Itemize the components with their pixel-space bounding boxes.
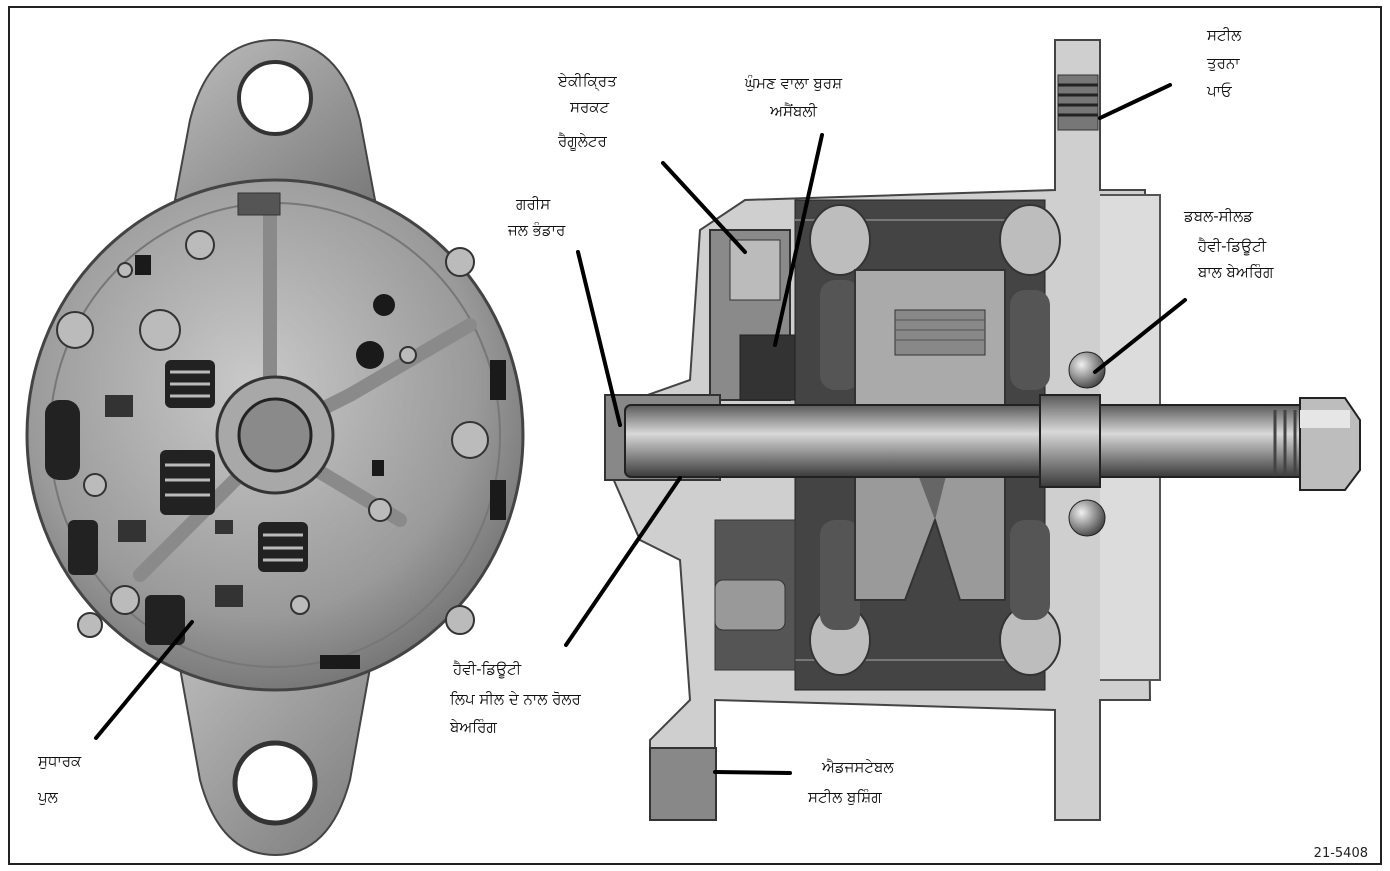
label-line: ਘੁੰਮਣ ਵਾਲਾ ਬੁਰਸ਼ [745,74,843,92]
label-line: ਰੈਗੂਲੇਟਰ [558,132,607,150]
label-line: ਪੁਲ [38,788,58,806]
label-line: ਗਰੀਸ [516,195,551,213]
label-brush-assembly: ਘੁੰਮਣ ਵਾਲਾ ਬੁਰਸ਼ ਅਸੈਂਬਲੀ [745,72,842,122]
figure-number: 21-5408 [1313,846,1368,861]
label-grease-reservoir: ਗਰੀਸ ਜਲ ਭੰਡਾਰ [508,193,565,241]
label-line: ਹੈਵੀ-ਡਿਊਟੀ [453,660,522,678]
label-line: ਬਾਲ ਬੇਅਰਿੰਗ [1198,263,1274,281]
label-line: ਬੇਅਰਿੰਗ [450,718,497,736]
label-line: ਡਬਲ-ਸੀਲਡ [1184,207,1254,225]
label-line: ਸੁਧਾਰਕ [38,752,82,770]
label-ball-bearing: ਡਬਲ-ਸੀਲਡ ਹੈਵੀ-ਡਿਊਟੀ ਬਾਲ ਬੇਅਰਿੰਗ [1184,205,1273,283]
leader-lines [94,83,1187,775]
label-line: ਸਟੀਲ [1207,26,1242,44]
label-line: ਐਡਜਸਟੇਬਲ [822,758,894,776]
label-steel-bushing: ਐਡਜਸਟੇਬਲ ਸਟੀਲ ਬੁਸ਼ਿੰਗ [808,756,894,808]
alternator-rear-view [25,38,525,857]
label-line: ਏਕੀਕ੍ਰਿਤ [558,72,617,90]
label-line: ਤੁਰਨਾ [1207,54,1240,72]
label-roller-bearing: ਹੈਵੀ-ਡਿਊਟੀ ਲਿਪ ਸੀਲ ਦੇ ਨਾਲ ਰੋਲਰ ਬੇਅਰਿੰਗ [450,658,581,738]
label-rectifier-bridge: ਸੁਧਾਰਕ ਪੁਲ [38,750,81,808]
label-line: ਪਾਓ [1207,82,1232,100]
label-line: ਲਿਪ ਸੀਲ ਦੇ ਨਾਲ ਰੋਲਰ [450,690,581,708]
label-line: ਹੈਵੀ-ਡਿਊਟੀ [1198,237,1267,255]
label-line: ਸਟੀਲ ਬੁਸ਼ਿੰਗ [808,788,882,806]
label-regulator: ਏਕੀਕ੍ਰਿਤ ਸਰਕਟ ਰੈਗੂਲੇਟਰ [558,70,617,152]
alternator-cutaway-view [604,39,1361,821]
label-line: ਅਸੈਂਬਲੀ [770,102,817,120]
label-line: ਸਰਕਟ [570,98,610,116]
label-steel-pulley: ਸਟੀਲ ਤੁਰਨਾ ਪਾਓ [1207,24,1241,102]
label-line: ਜਲ ਭੰਡਾਰ [508,221,566,239]
